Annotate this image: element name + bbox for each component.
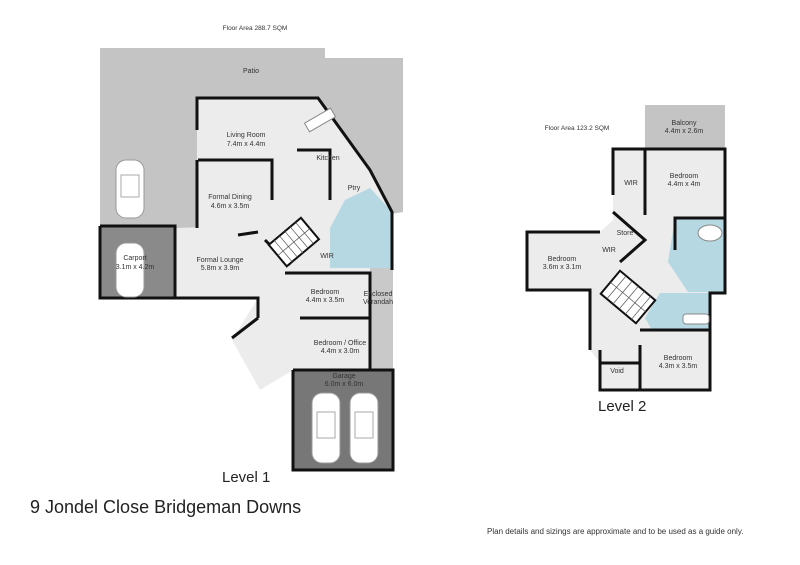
staircase-l2 — [599, 269, 657, 325]
room-dining-name: Formal Dining — [208, 194, 252, 201]
room-patio: Patio — [243, 68, 259, 75]
room-pantry: Ptry — [348, 185, 361, 192]
room-bed2-name: Bedroom — [548, 256, 577, 263]
entry-floor — [232, 298, 293, 390]
room-bedroom-name: Bedroom — [311, 289, 340, 296]
disclaimer: Plan details and sizings are approximate… — [487, 527, 744, 536]
room-void: Void — [610, 368, 624, 375]
room-store: Store — [617, 230, 634, 237]
room-garage-name: Garage — [332, 373, 355, 380]
room-wir1: WIR — [624, 180, 638, 187]
bathtub-icon — [697, 224, 723, 242]
room-bed3-name: Bedroom — [664, 355, 693, 362]
room-verandah-1: Enclosed — [364, 291, 393, 298]
room-office-size: 4.4m x 3.0m — [321, 348, 360, 355]
level-2-plan: Floor Area 123.2 SQM Balcony 4.4m x 2.6m… — [525, 105, 727, 392]
room-master-size: 4.4m x 4m — [668, 181, 701, 188]
room-office-name: Bedroom / Office — [314, 340, 367, 347]
floor-area-l1: Floor Area 288.7 SQM — [223, 25, 288, 32]
room-master-name: Bedroom — [670, 173, 699, 180]
property-title: 9 Jondel Close Bridgeman Downs — [30, 497, 302, 517]
balcony-area — [645, 105, 725, 149]
car-icon — [349, 392, 379, 464]
room-lounge-name: Formal Lounge — [196, 257, 243, 264]
level-2-label: Level 2 — [598, 398, 647, 415]
room-wir2: WIR — [602, 247, 616, 254]
verandah-area — [370, 268, 393, 370]
level-1-label: Level 1 — [222, 469, 271, 486]
room-living-size: 7.4m x 4.4m — [227, 141, 266, 148]
room-carport-name: Carport — [123, 255, 146, 262]
room-verandah-2: Verandah — [363, 299, 393, 306]
room-bed2-size: 3.6m x 3.1m — [543, 264, 582, 271]
room-dining-size: 4.6m x 3.5m — [211, 203, 250, 210]
kitchen-bench — [303, 107, 337, 133]
room-carport-size: 3.1m x 4.2m — [116, 264, 155, 271]
room-living-name: Living Room — [227, 132, 266, 139]
room-garage-size: 6.0m x 6.0m — [325, 381, 364, 388]
room-lounge-size: 5.8m x 3.9m — [201, 265, 240, 272]
bathroom-l1 — [330, 188, 392, 268]
bathtub-icon — [682, 313, 710, 325]
level-1-plan: Floor Area 288.7 SQM Patio Living Room 7… — [98, 25, 403, 472]
room-wir-l1: WIR — [320, 253, 334, 260]
room-balcony-size: 4.4m x 2.6m — [665, 128, 704, 135]
room-bedroom-size: 4.4m x 3.5m — [306, 297, 345, 304]
room-kitchen: Kitchen — [316, 155, 339, 162]
car-icon — [115, 242, 145, 298]
floor-area-l2: Floor Area 123.2 SQM — [545, 125, 610, 132]
room-balcony-name: Balcony — [672, 120, 697, 127]
car-icon — [115, 159, 145, 219]
car-icon — [311, 392, 341, 464]
room-bed3-size: 4.3m x 3.5m — [659, 363, 698, 370]
staircase-l1 — [267, 216, 321, 268]
